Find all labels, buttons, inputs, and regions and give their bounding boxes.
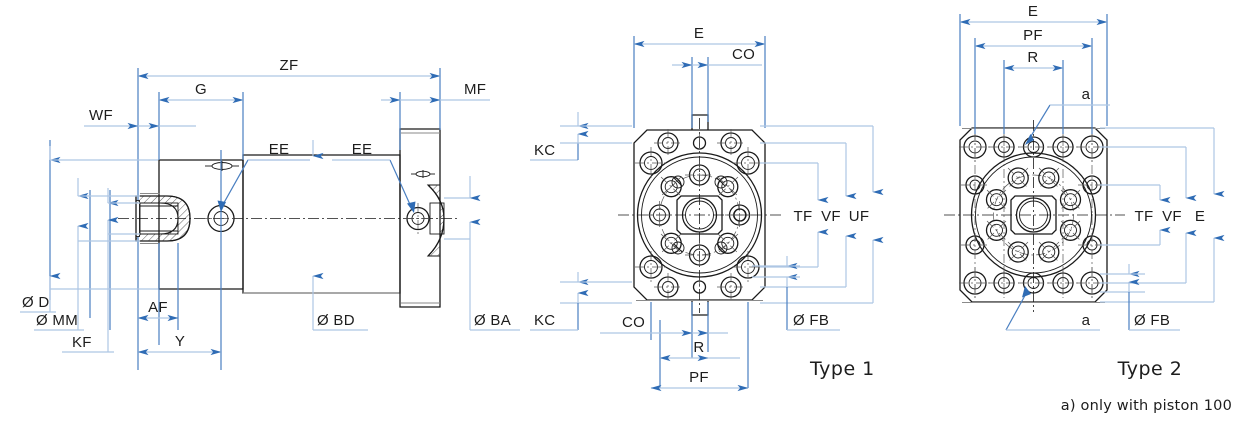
dimension-mf: MF <box>381 81 490 104</box>
dim-label-type1-kc-bottom: KC <box>534 312 555 329</box>
dim-label-type2-tf: TF <box>1135 208 1154 225</box>
leader-type2-a-top: a <box>1025 86 1110 145</box>
dim-label-type2-pf: PF <box>1023 27 1043 44</box>
dimension-kf: KF <box>62 188 140 353</box>
type2-caption: Type 2 <box>1117 358 1183 380</box>
dim-label-type1-uf: UF <box>849 208 870 225</box>
leader-ee-left: EE <box>217 141 310 212</box>
dim-label-kf: KF <box>72 334 92 351</box>
type-2-flange-view: E PF R a a <box>944 3 1225 380</box>
dim-label-type1-co-bottom: CO <box>622 314 645 331</box>
type1-caption: Type 1 <box>809 358 875 380</box>
dimension-type1-uf: UF <box>760 125 884 304</box>
dimension-type1-fb: Ø FB <box>752 256 840 331</box>
dimension-type2-e-right: E <box>1100 127 1225 303</box>
dim-label-type1-vf: VF <box>821 208 841 225</box>
dimension-zf: ZF <box>137 57 441 80</box>
dimension-type2-fb: Ø FB <box>1100 264 1180 331</box>
dim-label-type1-kc-top: KC <box>534 142 555 159</box>
dimension-type1-vf: VF <box>760 142 857 288</box>
type-1-flange-view: E CO KC KC <box>530 25 884 392</box>
dimension-type1-e: E <box>633 25 766 48</box>
dim-label-type2-r: R <box>1027 49 1038 66</box>
dim-label-type1-tf: TF <box>794 208 813 225</box>
leader-ee-right: EE <box>332 141 416 213</box>
dimension-type1-tf: TF <box>760 162 829 268</box>
dim-label-af: AF <box>148 299 168 316</box>
dim-label-type1-e: E <box>694 25 704 42</box>
footnote-text: a) only with piston 100 <box>1061 398 1232 414</box>
dim-label-type2-e-top: E <box>1028 3 1038 20</box>
dimension-type1-co-bottom: CO <box>600 314 728 337</box>
dim-label-g: G <box>195 81 207 98</box>
dimension-af: AF <box>137 243 179 330</box>
dim-label-type2-vf: VF <box>1162 208 1182 225</box>
dimension-type2-e-top: E <box>959 3 1108 26</box>
dimension-bd: Ø BD <box>312 140 368 331</box>
dim-label-mf: MF <box>464 81 486 98</box>
side-section-view: ZF G MF WF EE <box>20 57 520 370</box>
dim-label-ee-left: EE <box>269 141 290 158</box>
dimension-y: Y <box>137 333 222 356</box>
type1-edge-holes <box>654 129 749 301</box>
type1-bolt-marks <box>671 175 728 255</box>
dimension-type1-kc-bottom: KC <box>530 272 632 331</box>
dim-label-ba: Ø BA <box>474 312 511 329</box>
dim-label-type2-a-top: a <box>1082 86 1091 103</box>
dim-label-wf: WF <box>89 107 113 124</box>
dim-label-type2-e-right: E <box>1195 208 1205 225</box>
dim-label-d: Ø D <box>22 294 50 311</box>
dim-label-mm: Ø MM <box>36 312 78 329</box>
dimension-type1-pf: PF <box>650 369 749 392</box>
dim-label-zf: ZF <box>280 57 299 74</box>
dimension-type2-tf: TF <box>1100 184 1171 246</box>
type1-bottom-lug <box>691 300 709 316</box>
cylinder-body-outline <box>158 128 441 308</box>
dim-label-ee-right: EE <box>352 141 373 158</box>
type2-perimeter-holes <box>959 131 1108 299</box>
dim-label-type1-r: R <box>693 339 704 356</box>
type2-extension-lines <box>959 14 1108 134</box>
dimension-ba: Ø BA <box>444 176 520 331</box>
type1-bore-outer <box>636 152 763 278</box>
dimension-type2-vf: VF <box>1100 146 1197 284</box>
type1-top-lug <box>691 114 709 130</box>
dimension-g: G <box>158 81 244 104</box>
dimension-type2-r: R <box>1003 49 1064 72</box>
dimension-mm: Ø MM <box>34 178 140 331</box>
dimension-type2-pf: PF <box>974 27 1093 50</box>
leader-type2-a-bottom: a <box>1005 286 1100 331</box>
dim-label-type1-fb: Ø FB <box>793 312 829 329</box>
type1-extension-lines <box>633 36 766 388</box>
dimension-type1-kc-top: KC <box>530 112 632 161</box>
type1-corner-holes <box>635 147 764 283</box>
dim-label-bd: Ø BD <box>317 312 355 329</box>
dim-label-type1-pf: PF <box>689 369 709 386</box>
type2-inner-bolt-holes <box>985 167 1082 263</box>
port-right <box>404 170 445 257</box>
dimension-d: Ø D <box>20 146 158 313</box>
dim-label-type2-a-bottom: a <box>1082 312 1091 329</box>
dimension-type1-r: R <box>659 339 740 362</box>
dimension-wf: WF <box>84 107 196 130</box>
dim-label-y: Y <box>175 333 185 350</box>
dim-label-type2-fb: Ø FB <box>1134 312 1170 329</box>
dim-label-type1-co-top: CO <box>732 46 755 63</box>
dimension-type1-co-top: CO <box>672 46 762 69</box>
